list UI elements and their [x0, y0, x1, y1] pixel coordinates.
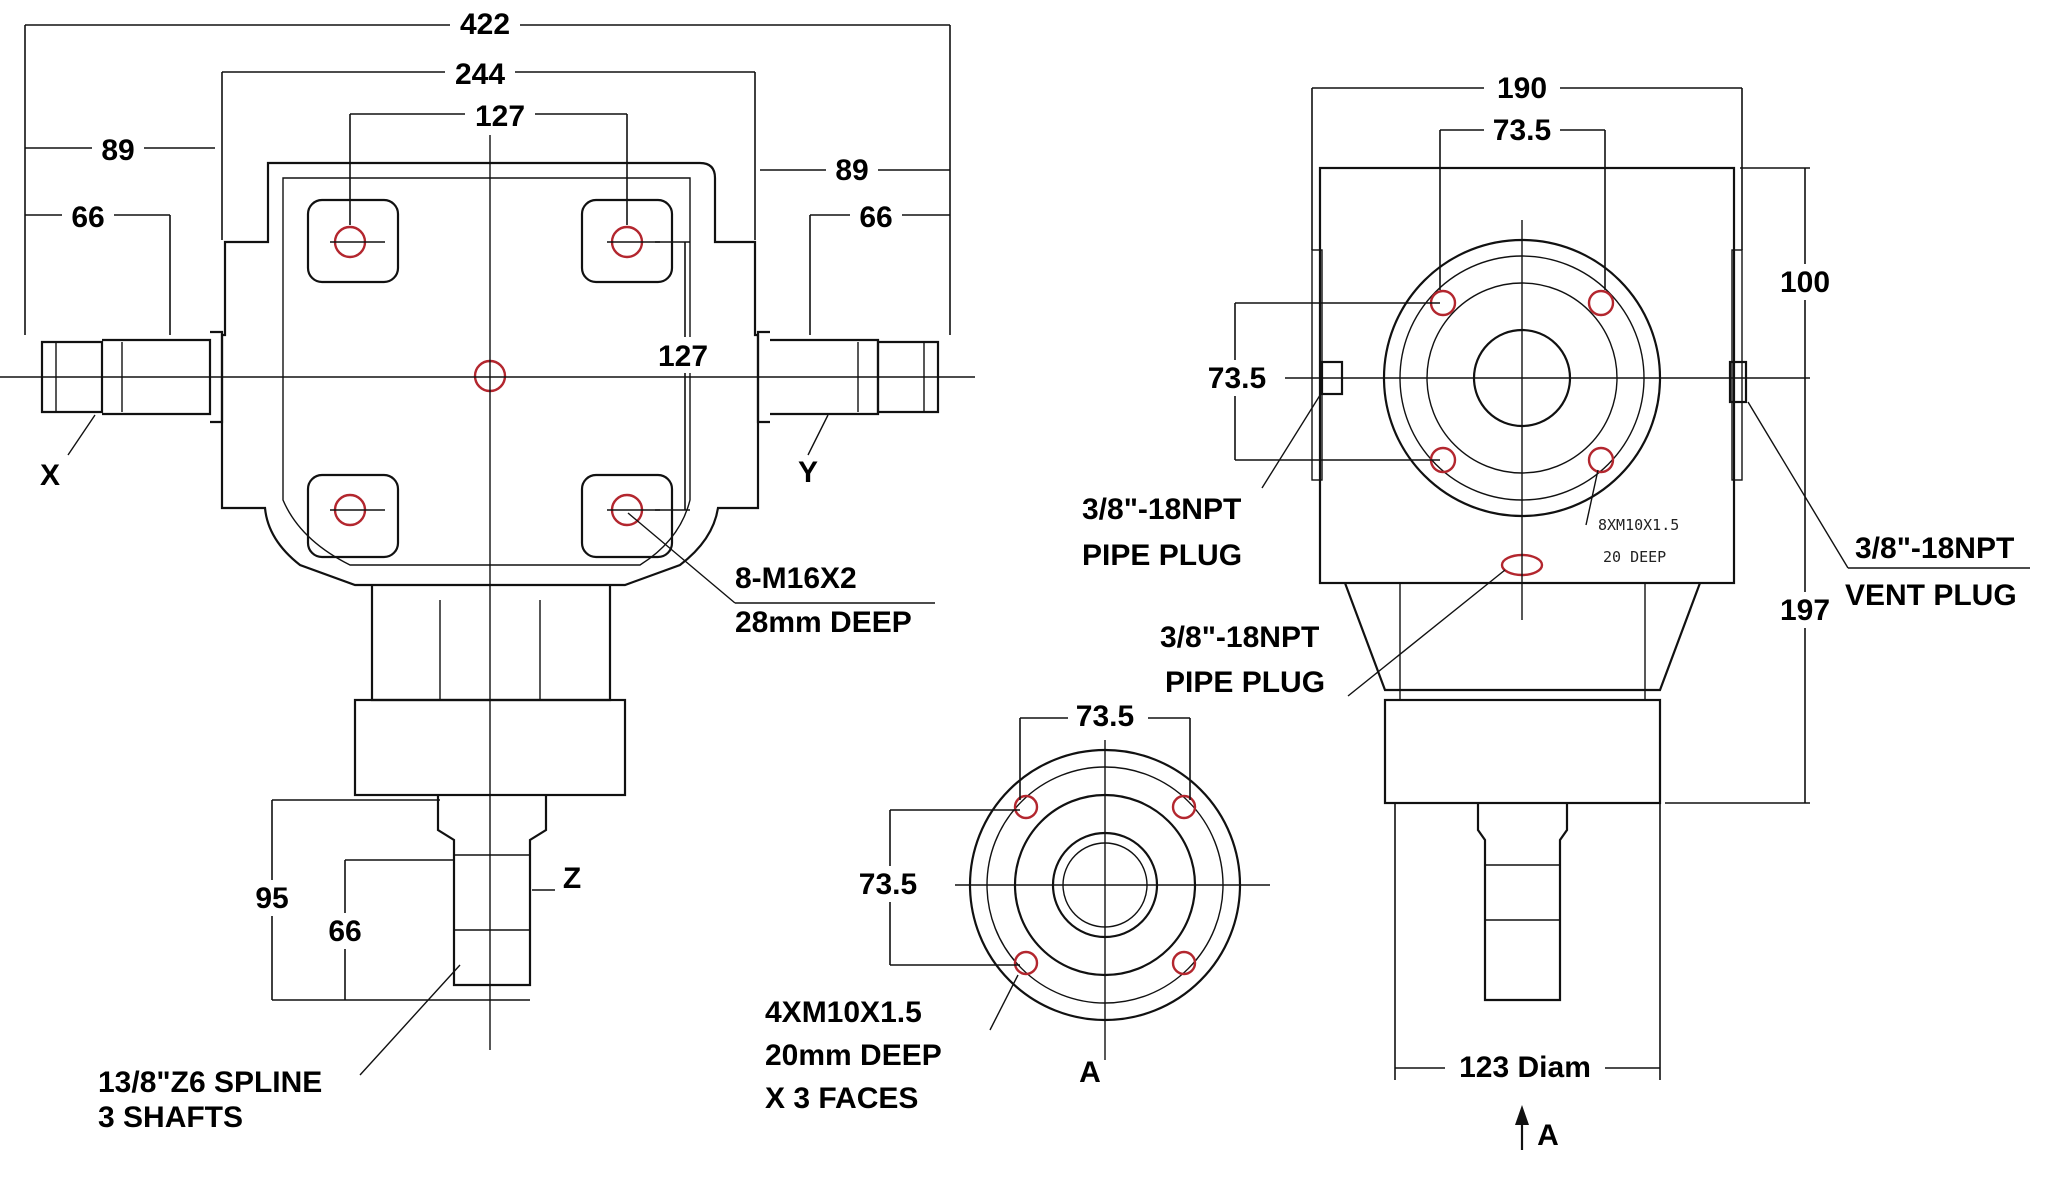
flange-thread-note-line-2: 20mm DEEP [765, 1039, 942, 1072]
dim-66-right: 66 [859, 201, 892, 234]
dim-66-bottom: 66 [328, 915, 361, 948]
side-dim-123-diam: 123 Diam [1459, 1051, 1591, 1084]
dim-89-left: 89 [101, 134, 134, 167]
side-dim-73-5-left: 73.5 [1208, 362, 1266, 395]
side-view [1234, 87, 2030, 1150]
side-dim-197: 197 [1780, 594, 1830, 627]
label-x: X [40, 459, 60, 492]
side-dim-73-5-top: 73.5 [1493, 114, 1551, 147]
flange-view [889, 717, 1270, 1060]
spline-note-line-1: 13/8"Z6 SPLINE [98, 1066, 322, 1099]
vent-plug-note-line-1: 3/8"-18NPT [1855, 532, 2014, 565]
bolt-note-line-2: 28mm DEEP [735, 606, 912, 639]
flange-thread-note-line-1: 4XM10X1.5 [765, 996, 922, 1029]
dim-127-vertical: 127 [658, 340, 708, 373]
vent-plug-note-line-2: VENT PLUG [1845, 579, 2017, 612]
dim-244: 244 [455, 58, 505, 91]
flange-label-a: A [1079, 1056, 1101, 1089]
label-y: Y [798, 456, 818, 489]
stamp-note-line-2: 20 DEEP [1603, 548, 1666, 566]
dim-89-right: 89 [835, 154, 868, 187]
bottom-pipe-plug-note-line-2: PIPE PLUG [1165, 666, 1325, 699]
side-view-arrow-label-a: A [1537, 1119, 1559, 1152]
dim-127-horizontal: 127 [475, 100, 525, 133]
stamp-note-line-1: 8XM10X1.5 [1598, 516, 1679, 534]
flange-dim-73-5-vertical: 73.5 [859, 868, 917, 901]
side-dim-100: 100 [1780, 266, 1830, 299]
side-pipe-plug-note-line-2: PIPE PLUG [1082, 539, 1242, 572]
flange-thread-note-line-3: X 3 FACES [765, 1082, 918, 1115]
side-pipe-plug-note-line-1: 3/8"-18NPT [1082, 493, 1241, 526]
spline-note-line-2: 3 SHAFTS [98, 1101, 243, 1134]
dim-95: 95 [255, 882, 288, 915]
flange-dim-73-5-horizontal: 73.5 [1076, 700, 1134, 733]
dim-422: 422 [460, 8, 510, 41]
bolt-note-line-1: 8-M16X2 [735, 562, 857, 595]
bottom-pipe-plug-note-line-1: 3/8"-18NPT [1160, 621, 1319, 654]
side-dim-190: 190 [1497, 72, 1547, 105]
label-z: Z [563, 862, 581, 895]
dim-66-left: 66 [71, 201, 104, 234]
